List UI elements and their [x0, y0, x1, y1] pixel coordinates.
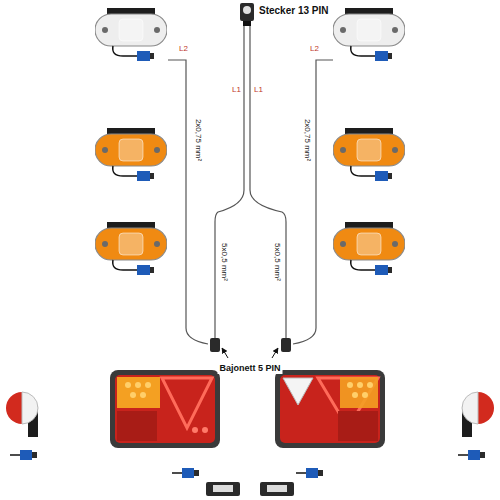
plug-label: Stecker 13 PIN: [259, 5, 329, 16]
cable-dimension: 5x0,5 mm²: [220, 243, 229, 281]
wire-label: L1: [232, 86, 241, 95]
wire-label: L2: [179, 45, 188, 54]
l2-wires: [168, 60, 333, 344]
cable-dimension: 2x0,75 mm²: [194, 119, 203, 161]
lamp-connectors: [172, 468, 323, 478]
wire-label: L2: [310, 45, 319, 54]
connector-label: Bajonett 5 PIN: [217, 364, 282, 374]
plate-lights: [206, 482, 294, 496]
wire-label: L1: [254, 86, 263, 95]
rear-lamp-left: [110, 370, 220, 448]
main-cable: [215, 26, 286, 338]
outline-markers: [6, 392, 494, 460]
cable-dimension: 2x0,75 mm²: [303, 119, 312, 161]
cable-dimension: 5x0,5 mm²: [273, 243, 282, 281]
rear-lamp-right: [275, 370, 385, 448]
bayonet-connectors: [210, 338, 291, 358]
plug-13-pin: [240, 3, 254, 26]
